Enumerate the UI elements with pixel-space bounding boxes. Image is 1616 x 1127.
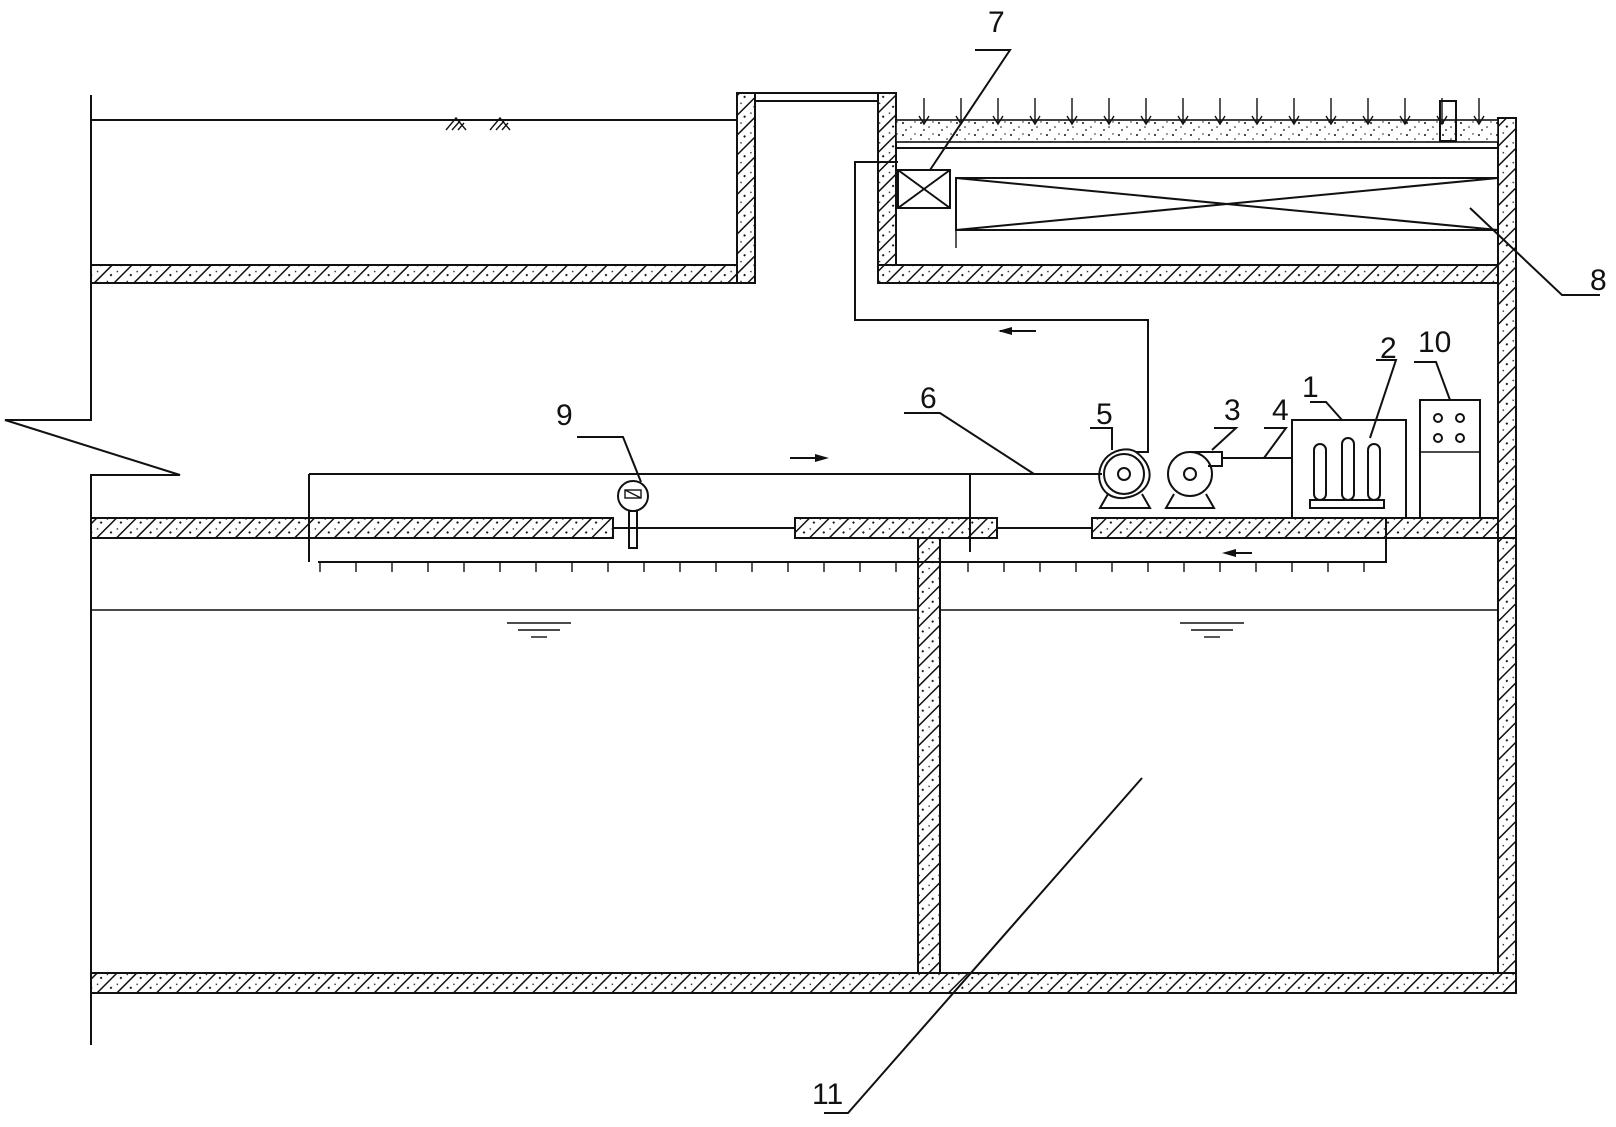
biofilter-bed [955,177,1499,248]
label-1: 1 [1302,371,1319,404]
label-9: 9 [556,399,573,432]
middle-floor-slab [90,517,1499,974]
air-duct-to-deodorizer [854,161,1149,440]
label-7: 7 [988,6,1005,39]
plant-mark [992,98,1004,126]
air-fan [1164,451,1223,509]
leader-lines [577,49,1600,1114]
plant-mark [1325,98,1337,126]
plant-mark [1214,98,1226,126]
plant-mark [1362,98,1374,126]
collection-pipe [308,454,1102,562]
plant-mark [1103,98,1115,126]
bottom-slab [90,972,1517,994]
plant-arrows [918,98,1485,126]
label-3: 3 [1224,394,1241,427]
label-5: 5 [1096,398,1113,431]
deodorization-chamber [877,92,1517,994]
flow-meter [617,480,649,549]
ground-line [91,116,737,131]
plant-mark [1177,98,1189,126]
plant-mark [1251,98,1263,126]
deodorization-fan-box [897,169,951,209]
upper-left-chamber [90,92,878,284]
plant-mark [1288,98,1300,126]
plant-mark [1436,98,1448,126]
label-10: 10 [1418,326,1451,359]
plant-mark [1140,98,1152,126]
label-8: 8 [1590,264,1607,297]
label-4: 4 [1272,394,1289,427]
water-level [91,609,1498,638]
plant-mark [1066,98,1078,126]
label-6: 6 [920,382,937,415]
left-boundary-breakline [4,95,181,1045]
plant-mark [1399,98,1411,126]
label-2: 2 [1380,332,1397,365]
plant-mark [1473,98,1485,126]
exhaust-blower [1098,440,1152,509]
equipment-box [1291,419,1407,519]
plant-mark [1029,98,1041,126]
plant-mark [918,98,930,126]
control-cabinet [1419,399,1481,519]
label-11: 11 [812,1078,843,1111]
perforated-pipe [318,518,1387,572]
